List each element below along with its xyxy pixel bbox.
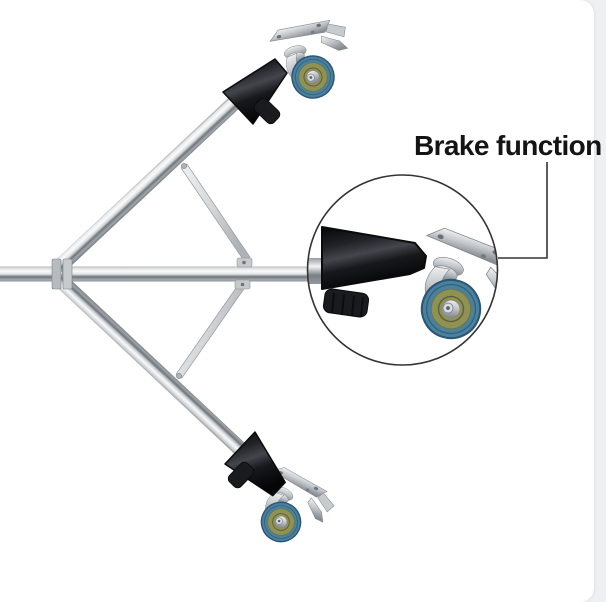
- brace-bolt: [240, 282, 245, 287]
- magnified-end-cap: [321, 226, 427, 318]
- brace-bolt: [242, 260, 246, 265]
- hub-collar: [62, 258, 73, 290]
- leg-end-cap-bottom: [224, 431, 286, 497]
- leg-end-cap-top: [222, 58, 288, 125]
- brace-hinge-bolt: [181, 163, 187, 169]
- hub-collar: [51, 258, 62, 290]
- magnifier-circle: [306, 174, 499, 366]
- caster-wheel-top: [267, 13, 362, 107]
- lower-leg-tube: [52, 272, 258, 466]
- brake-function-label: Brake function: [414, 130, 602, 161]
- support-brace-upper: [180, 163, 251, 262]
- horizontal-tube: [0, 266, 318, 282]
- brace-hinge-bolt: [176, 373, 182, 379]
- magnified-caster-detail: [307, 222, 498, 357]
- leader-line: [498, 162, 548, 259]
- support-brace-lower: [175, 284, 245, 379]
- upper-leg-tube: [52, 82, 256, 274]
